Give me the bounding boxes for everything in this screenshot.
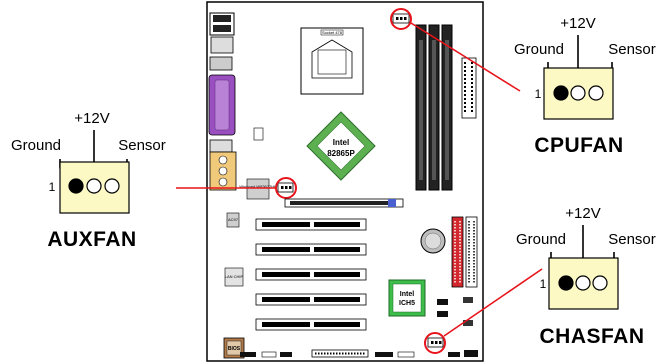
southbridge-label-2: ICH5	[399, 300, 415, 307]
northbridge-chip: Intel 82865P	[306, 111, 376, 181]
cpufan-pin-ground	[553, 85, 569, 101]
auxfan-title: AUXFAN	[47, 228, 136, 251]
audio-jack	[218, 155, 228, 165]
auxfan-ground-label: Ground	[11, 137, 61, 154]
jumper	[463, 297, 473, 303]
ide-connector	[451, 216, 464, 288]
chasfan-pin-12v	[575, 275, 591, 291]
chasfan-pin-ground	[558, 275, 574, 291]
cpufan-header	[390, 8, 412, 30]
auxfan-pin-sensor	[104, 178, 120, 194]
auxfan-sensor-label: Sensor	[118, 137, 166, 154]
ps2-port-top	[213, 15, 231, 22]
chasfan-ground-label: Ground	[516, 231, 566, 248]
bottom-headers	[240, 349, 478, 358]
lan-port	[209, 56, 233, 71]
southbridge-label-1: Intel	[400, 291, 414, 298]
auxfan-pin-12v	[86, 178, 102, 194]
auxfan-pin-ground	[68, 178, 84, 194]
com-port	[209, 139, 233, 153]
agp-slot	[284, 198, 404, 208]
jumper-block	[253, 127, 264, 141]
super-io-chip: Winbond W83627HF	[239, 178, 277, 200]
motherboard: Socket 478	[206, 1, 484, 362]
cpufan-ground-label: Ground	[514, 41, 564, 58]
northbridge-label-1: Intel	[333, 138, 349, 147]
cmos-battery	[420, 228, 446, 254]
audio-jack	[218, 166, 228, 176]
atx-power-connector	[461, 57, 477, 119]
ac97-chip: AC97	[226, 212, 240, 228]
parallel-port-inner	[214, 79, 230, 131]
usb-ports	[210, 36, 234, 54]
audio-jack	[218, 177, 228, 187]
socket-label: Socket 478	[322, 30, 343, 35]
cpufan-12v-label: +12V	[560, 15, 595, 32]
pci-slot	[255, 293, 367, 306]
cpufan-title: CPUFAN	[534, 134, 623, 157]
cpufan-pin-sensor	[588, 85, 604, 101]
cpufan-detail: +12V Ground Sensor 1 CPUFAN	[514, 15, 656, 157]
southbridge-chip: Intel ICH5	[388, 279, 426, 317]
ide-connectors	[451, 216, 478, 288]
pci-slot	[255, 243, 367, 256]
auxfan-detail: +12V Ground Sensor 1 AUXFAN	[11, 110, 166, 251]
lan-label: LAN CHIP	[225, 274, 244, 279]
bios-chip: BIOS	[223, 337, 245, 359]
chasfan-pin-number: 1	[540, 277, 547, 291]
pci-slot	[255, 318, 367, 331]
chasfan-callout-line	[443, 268, 543, 337]
socket-body	[311, 39, 353, 79]
chasfan-header	[424, 332, 446, 354]
cpufan-callout-circle	[390, 8, 412, 30]
chasfan-pin-sensor	[592, 275, 608, 291]
ide-connector	[465, 216, 478, 288]
bios-label: BIOS	[228, 346, 241, 352]
chasfan-12v-label: +12V	[565, 205, 600, 222]
cpufan-callout-line	[410, 22, 521, 92]
auxfan-12v-label: +12V	[74, 110, 109, 127]
chasfan-title: CHASFAN	[539, 325, 644, 348]
back-panel	[208, 12, 237, 191]
ac97-label: AC97	[228, 217, 239, 222]
northbridge-label-2: 82865P	[327, 149, 355, 158]
lan-chip: LAN CHIP	[224, 267, 244, 287]
cpufan-sensor-label: Sensor	[608, 41, 656, 58]
cpufan-pin-12v	[570, 85, 586, 101]
ps2-port-bottom	[213, 25, 231, 32]
sata-connector	[437, 311, 448, 317]
cpu-socket: Socket 478	[300, 27, 364, 95]
pci-slot	[255, 218, 367, 231]
pci-slots	[255, 218, 367, 331]
pci-slot	[255, 268, 367, 281]
jumper	[463, 320, 473, 326]
cpufan-pin-number: 1	[535, 87, 542, 101]
auxfan-pin-number: 1	[49, 180, 56, 194]
winbond-label: Winbond W83627HF	[239, 184, 277, 189]
sata-connector	[437, 299, 448, 305]
dimm-slots	[415, 24, 453, 191]
chasfan-detail: +12V Ground Sensor 1 CHASFAN	[516, 205, 656, 348]
chasfan-callout-circle	[424, 332, 446, 354]
chasfan-sensor-label: Sensor	[608, 231, 656, 248]
